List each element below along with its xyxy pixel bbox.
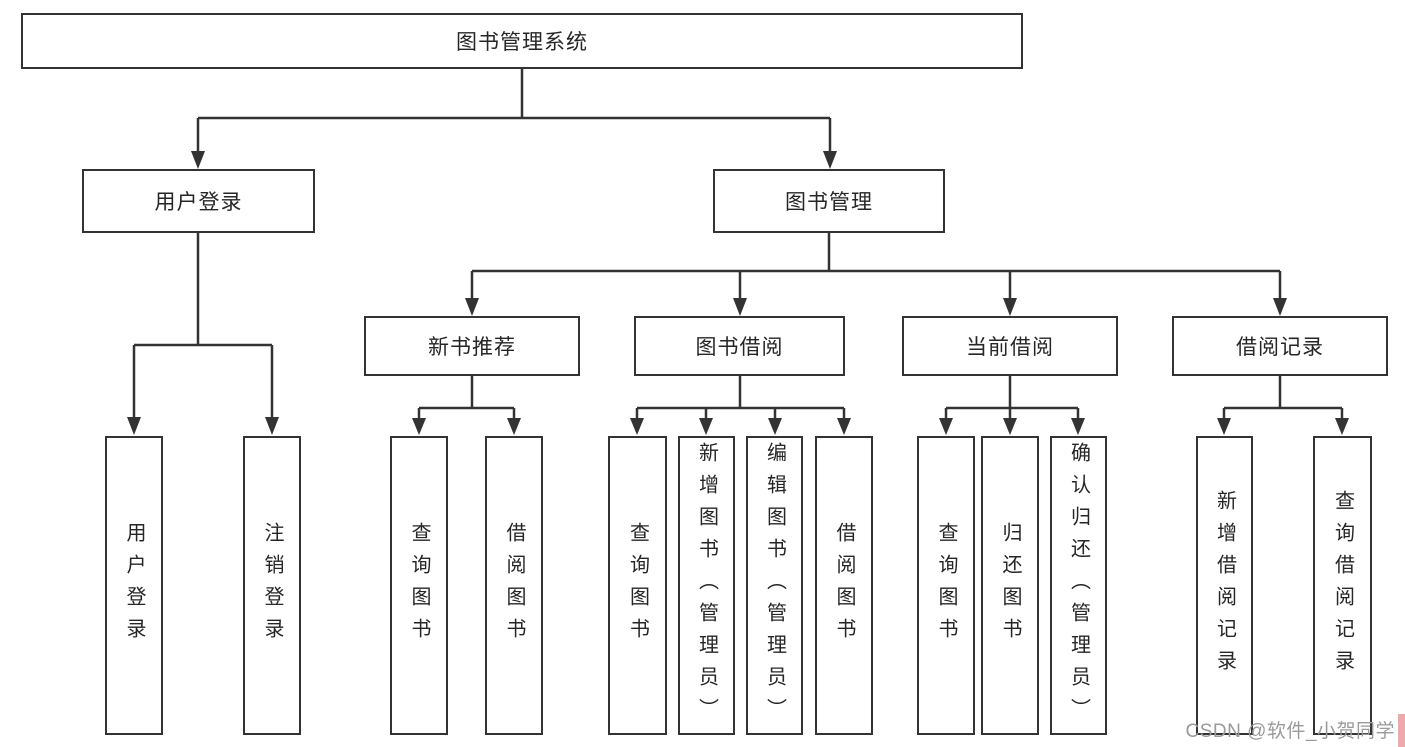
leaf-query-borrow-record-label: 查询借阅记录 [1331, 489, 1354, 682]
node-root-system: 图书管理系统 [21, 13, 1023, 69]
leaf-add-book-admin-label: 新增图书（管理员） [695, 441, 718, 730]
leaf-borrow-book-label: 借阅图书 [833, 521, 855, 650]
node-new-book-recommend-label: 新书推荐 [428, 336, 516, 359]
leaf-edit-book-admin-label: 编辑图书（管理员） [763, 441, 786, 730]
node-book-borrow: 图书借阅 [634, 316, 845, 376]
csdn-watermark: CSDN @软件_小贺同学 [1185, 721, 1395, 742]
leaf-query-book-borrow: 查询图书 [608, 436, 667, 735]
node-root-label: 图书管理系统 [456, 31, 588, 54]
leaf-query-borrow-record: 查询借阅记录 [1313, 436, 1372, 735]
leaf-edit-book-admin: 编辑图书（管理员） [746, 436, 803, 735]
node-new-book-recommend: 新书推荐 [364, 316, 580, 376]
node-borrow-record: 借阅记录 [1172, 316, 1388, 376]
leaf-borrow-book-recommend-label: 借阅图书 [503, 521, 525, 650]
node-book-borrow-label: 图书借阅 [695, 336, 784, 359]
node-book-management-label: 图书管理 [785, 191, 873, 214]
leaf-query-book-borrow-label: 查询图书 [626, 521, 649, 650]
leaf-return-book-label: 归还图书 [999, 521, 1021, 650]
leaf-logout: 注销登录 [243, 436, 301, 735]
leaf-add-book-admin: 新增图书（管理员） [678, 436, 735, 735]
leaf-borrow-book: 借阅图书 [815, 436, 873, 735]
node-book-management: 图书管理 [713, 169, 945, 233]
leaf-user-login-label: 用户登录 [123, 521, 145, 650]
leaf-query-book-recommend: 查询图书 [390, 436, 448, 735]
node-user-login: 用户登录 [82, 169, 315, 233]
leaf-confirm-return-admin-label: 确认归还（管理员） [1067, 441, 1090, 730]
leaf-user-login: 用户登录 [105, 436, 163, 735]
corner-accent [1398, 714, 1405, 747]
leaf-borrow-book-recommend: 借阅图书 [485, 436, 543, 735]
node-borrow-record-label: 借阅记录 [1236, 336, 1324, 359]
node-current-borrow: 当前借阅 [902, 316, 1118, 376]
leaf-logout-label: 注销登录 [261, 521, 283, 650]
leaf-add-borrow-record-label: 新增借阅记录 [1213, 489, 1236, 682]
leaf-return-book: 归还图书 [981, 436, 1039, 735]
leaf-confirm-return-admin: 确认归还（管理员） [1050, 436, 1107, 735]
leaf-query-book-recommend-label: 查询图书 [408, 521, 430, 650]
leaf-add-borrow-record: 新增借阅记录 [1196, 436, 1253, 735]
leaf-query-book-current: 查询图书 [917, 436, 975, 735]
node-current-borrow-label: 当前借阅 [966, 336, 1054, 359]
node-user-login-label: 用户登录 [154, 191, 243, 214]
leaf-query-book-current-label: 查询图书 [935, 521, 957, 650]
